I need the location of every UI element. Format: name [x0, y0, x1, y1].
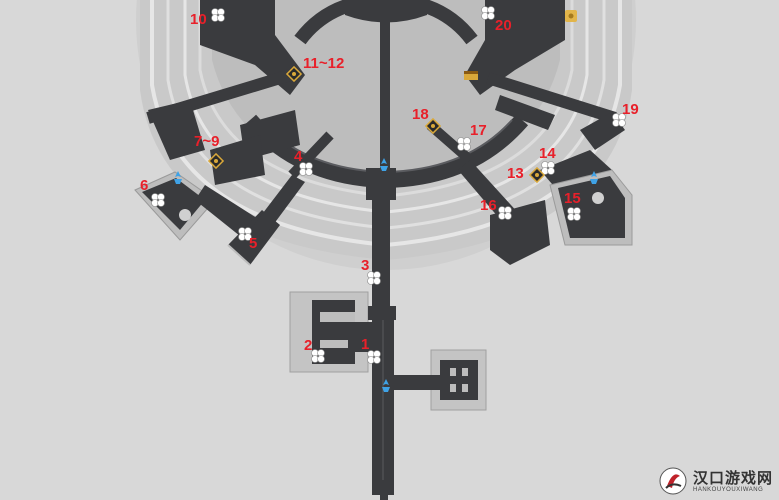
marker-label: 6	[140, 177, 149, 194]
marker-label: 5	[249, 235, 258, 252]
space-anchor-icon[interactable]	[378, 378, 394, 394]
marker-label: 16	[480, 197, 497, 214]
space-anchor-icon[interactable]	[376, 157, 392, 173]
chest-icon[interactable]	[310, 348, 326, 364]
chest-icon[interactable]	[237, 226, 253, 242]
south-corridor	[372, 196, 390, 308]
marker-label: 19	[622, 101, 639, 118]
chest-icon[interactable]	[210, 7, 226, 23]
chest-icon[interactable]	[298, 161, 314, 177]
chest-icon[interactable]	[611, 112, 627, 128]
quest-icon[interactable]	[208, 153, 224, 169]
watermark-text-en: HANKOUYOUXIWANG	[692, 486, 764, 493]
marker-label: 13	[507, 165, 524, 182]
watermark: 汉口游戏网 HANKOUYOUXIWANG	[658, 466, 773, 496]
chest-icon[interactable]	[540, 160, 556, 176]
quest-icon[interactable]	[286, 66, 302, 82]
marker-label: 7~9	[194, 133, 220, 150]
space-anchor-icon[interactable]	[170, 170, 186, 186]
puzzle-icon[interactable]	[563, 8, 579, 24]
chest-icon[interactable]	[366, 349, 382, 365]
marker-label: 2	[304, 337, 313, 354]
chest-icon[interactable]	[150, 192, 166, 208]
marker-label: 4	[294, 148, 303, 165]
quest-icon[interactable]	[425, 118, 441, 134]
marker-label: 17	[470, 122, 487, 139]
building-nw	[200, 0, 305, 95]
chest-icon[interactable]	[480, 5, 496, 21]
chest-icon[interactable]	[566, 206, 582, 222]
building-ne	[465, 0, 565, 95]
space-anchor-icon[interactable]	[586, 170, 602, 186]
chest-icon[interactable]	[497, 205, 513, 221]
watermark-text-cn: 汉口游戏网	[692, 468, 773, 487]
marker-label: 14	[539, 145, 556, 162]
treasure-chest-icon[interactable]	[463, 67, 479, 83]
marker-label: 10	[190, 11, 207, 28]
marker-label: 20	[495, 17, 512, 34]
marker-label: 15	[564, 190, 581, 207]
watermark-logo-icon	[658, 466, 688, 496]
marker-label: 3	[361, 257, 370, 274]
chest-icon[interactable]	[366, 270, 382, 286]
quest-icon[interactable]	[529, 167, 545, 183]
marker-label: 11~12	[303, 55, 345, 72]
chest-icon[interactable]	[456, 136, 472, 152]
marker-label: 1	[361, 336, 370, 353]
marker-label: 18	[412, 106, 429, 123]
